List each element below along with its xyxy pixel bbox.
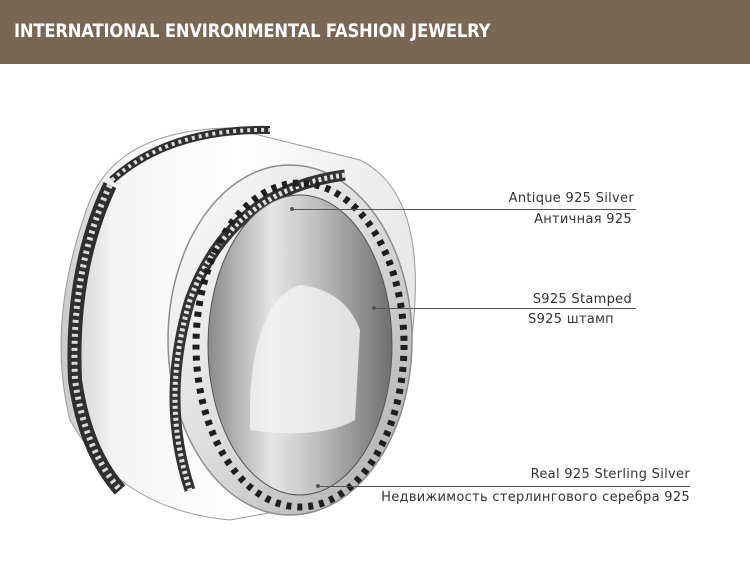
- feature-sublabel-1: Античная 925: [534, 212, 632, 227]
- feature-label-3: Real 925 Sterling Silver: [530, 467, 690, 482]
- callout-line-1: [292, 209, 636, 210]
- feature-sublabel-3: Недвижимость стерлингового серебра 925: [381, 490, 690, 505]
- feature-label-1: Antique 925 Silver: [508, 191, 634, 206]
- feature-sublabel-2: S925 штамп: [528, 312, 614, 327]
- banner-title: INTERNATIONAL ENVIRONMENTAL FASHION JEWE…: [14, 20, 491, 42]
- header-banner: INTERNATIONAL ENVIRONMENTAL FASHION JEWE…: [0, 0, 750, 64]
- callout-line-3: [318, 486, 690, 487]
- feature-label-2: S925 Stamped: [532, 292, 632, 307]
- callout-line-2: [374, 308, 636, 309]
